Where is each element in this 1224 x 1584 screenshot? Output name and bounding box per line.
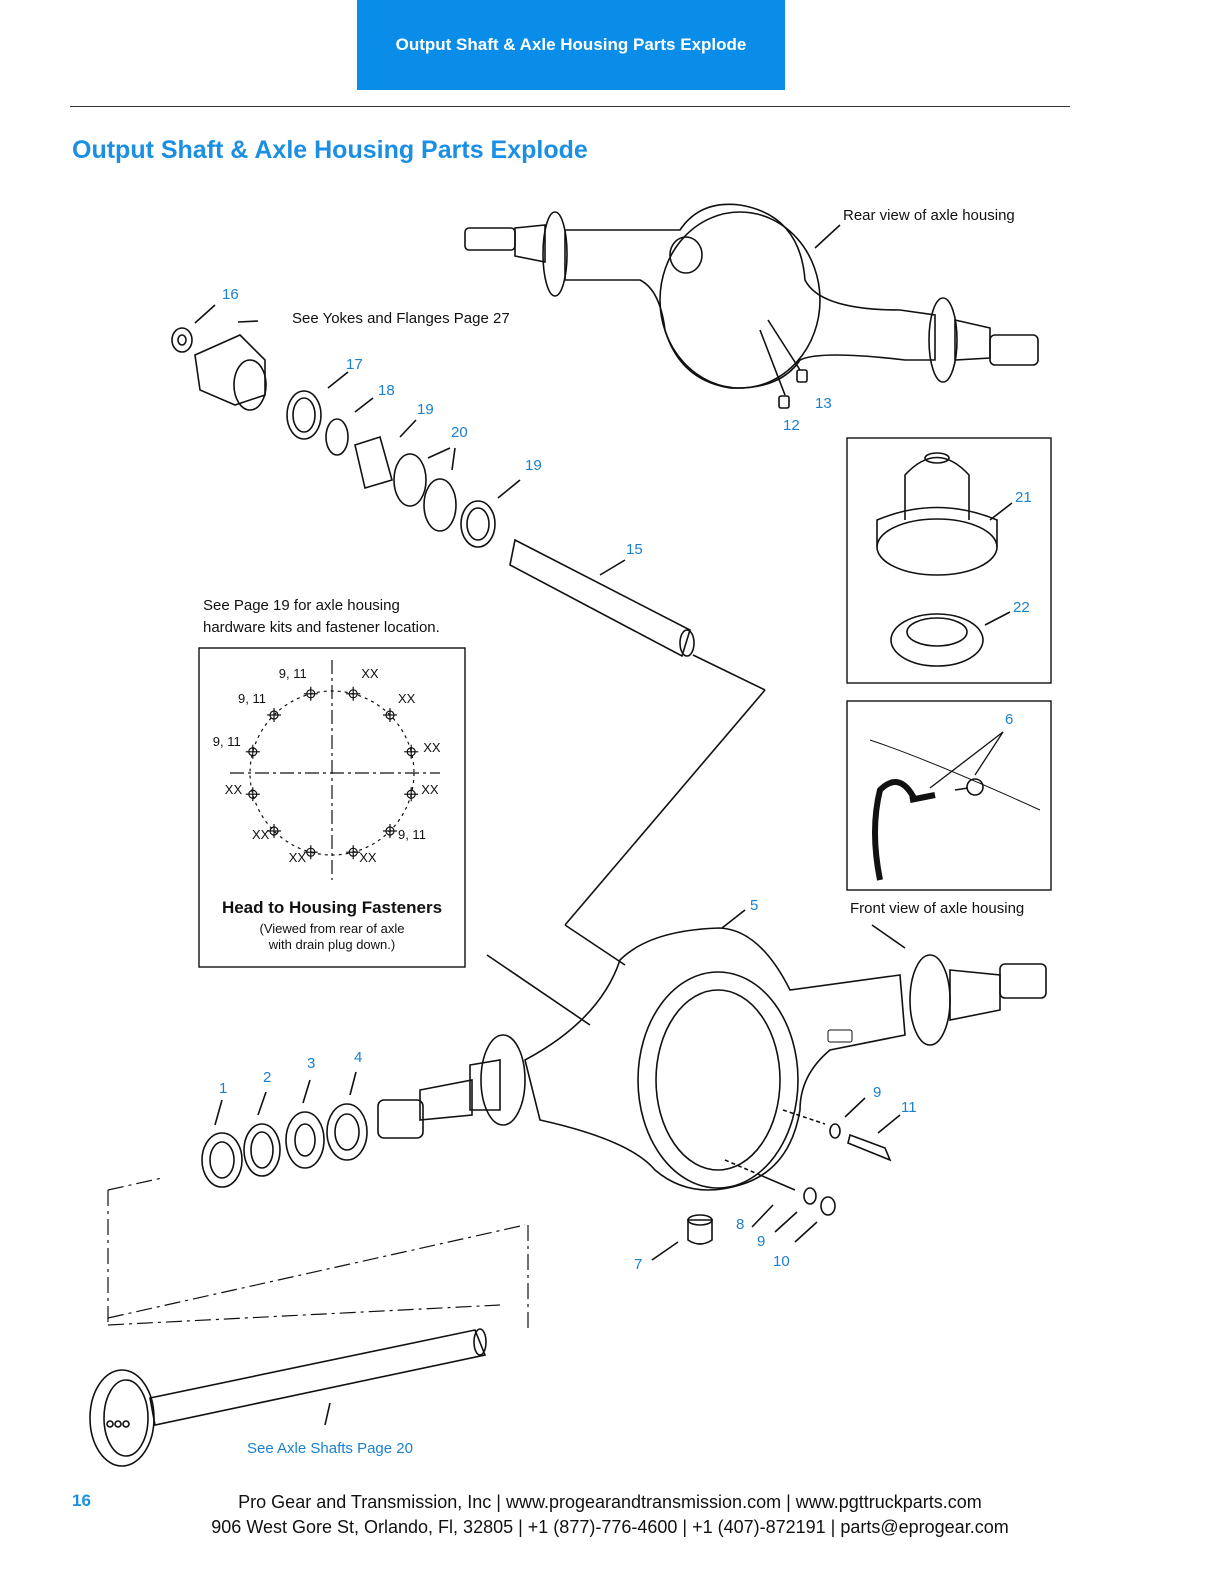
rear-axle-housing-drawing <box>464 203 1039 409</box>
part-number-3: 3 <box>307 1055 316 1072</box>
bolt-label: XX <box>423 739 441 755</box>
part-number-11: 11 <box>901 1099 917 1116</box>
spindle-nuts-drawing <box>201 1103 368 1188</box>
footer-line2: 906 West Gore St, Orlando, Fl, 32805 | +… <box>211 1517 1009 1537</box>
part-number-18: 18 <box>378 382 395 399</box>
page-title: Output Shaft & Axle Housing Parts Explod… <box>72 136 588 164</box>
part-number-5: 5 <box>750 897 759 914</box>
axle-shafts-reference-link[interactable]: See Axle Shafts Page 20 <box>247 1440 413 1457</box>
bolt-label: XX <box>359 850 377 866</box>
hardware-note-line1: See Page 19 for axle housing <box>203 597 400 614</box>
part-number-4: 4 <box>354 1049 363 1066</box>
part-number-1: 1 <box>219 1080 228 1097</box>
fastener-sub-line2: with drain plug down.) <box>268 937 396 952</box>
part-number-9a: 9 <box>873 1084 882 1101</box>
hardware-note-line2: hardware kits and fastener location. <box>203 619 440 636</box>
part-number-13: 13 <box>815 395 832 412</box>
fastener-box-subtitle: (Viewed from rear of axle with drain plu… <box>199 921 465 953</box>
part-number-8: 8 <box>736 1216 745 1233</box>
front-axle-housing-drawing <box>377 927 1047 1191</box>
part-number-12: 12 <box>783 417 800 434</box>
hardware-note: See Page 19 for axle housing hardware ki… <box>203 595 440 639</box>
part-number-16: 16 <box>222 286 239 303</box>
bolt-label: XX <box>421 782 439 798</box>
part-number-10: 10 <box>773 1253 790 1270</box>
footer: Pro Gear and Transmission, Inc | www.pro… <box>150 1490 1070 1540</box>
bolt-label: 9, 11 <box>238 691 266 707</box>
part-number-15: 15 <box>626 541 643 558</box>
bolt-label: 9, 11 <box>212 733 241 749</box>
footer-line1: Pro Gear and Transmission, Inc | www.pro… <box>238 1492 982 1512</box>
bolt-label: XX <box>224 782 243 798</box>
bolt-label: XX <box>288 850 307 866</box>
header-tab: Output Shaft & Axle Housing Parts Explod… <box>357 0 785 90</box>
rear-view-label: Rear view of axle housing <box>843 207 1015 224</box>
yokes-reference-label: See Yokes and Flanges Page 27 <box>292 310 510 327</box>
seal-cup-drawing <box>876 452 998 667</box>
bolt-pattern-drawing <box>230 660 440 880</box>
part-number-6: 6 <box>1005 711 1014 728</box>
part-number-9b: 9 <box>757 1233 766 1250</box>
bolt-label: 9, 11 <box>278 665 307 681</box>
bolt-label: 9, 11 <box>397 826 426 842</box>
bolt-holes <box>245 686 419 860</box>
part-number-21: 21 <box>1015 489 1032 506</box>
bolt-label: XX <box>252 826 270 842</box>
bolt-label: XX <box>397 691 416 707</box>
part-number-7: 7 <box>634 1256 643 1273</box>
axle-shaft-drawing <box>89 1328 487 1467</box>
page-number: 16 <box>72 1491 91 1510</box>
breather-detail-drawing <box>869 739 1041 881</box>
output-shaft-assembly-drawing <box>171 327 695 658</box>
part-number-19b: 19 <box>525 457 542 474</box>
part-number-19a: 19 <box>417 401 434 418</box>
fastener-sub-line1: (Viewed from rear of axle <box>259 921 405 936</box>
part-number-17: 17 <box>346 356 363 373</box>
part-number-20: 20 <box>451 424 468 441</box>
bolt-label: XX <box>361 665 379 681</box>
fastener-box-title: Head to Housing Fasteners <box>221 898 443 917</box>
front-view-label: Front view of axle housing <box>850 900 1025 917</box>
part-number-2: 2 <box>263 1069 272 1086</box>
part-number-22: 22 <box>1013 599 1030 616</box>
header-rule <box>70 106 1070 107</box>
